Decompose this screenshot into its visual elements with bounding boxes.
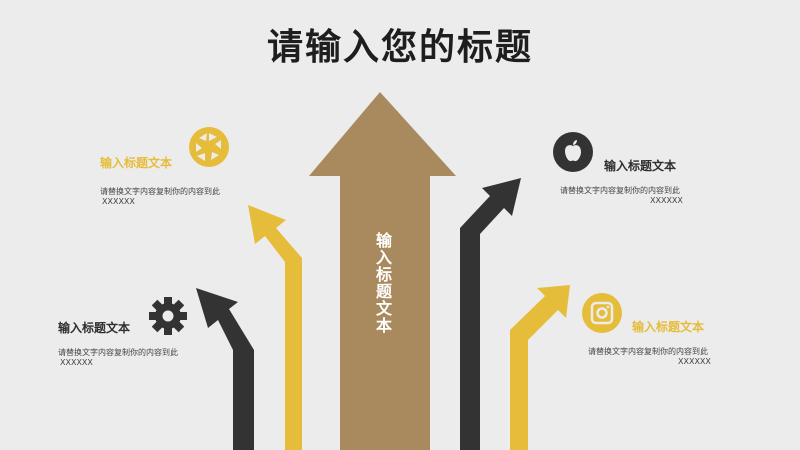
callout-subtext: XXXXXX: [60, 358, 93, 367]
aperture-icon: [188, 126, 230, 172]
callout-heading: 输入标题文本: [632, 320, 705, 334]
instagram-icon: [581, 292, 623, 338]
center-arrow-label: 输入标题文本: [373, 232, 392, 334]
callout-bottom-left: 输入标题文本 请替换文字内容复制你的内容到此 XXXXXX: [58, 319, 178, 368]
callout-top-left: 输入标题文本 请替换文字内容复制你的内容到此 XXXXXX: [100, 154, 220, 207]
arrow-dark-right: [460, 178, 521, 450]
callout-bottom-right: 输入标题文本 请替换文字内容复制你的内容到此 XXXXXX: [588, 318, 711, 367]
callout-subtext: XXXXXX: [678, 357, 711, 366]
apple-icon: [552, 131, 594, 177]
callout-heading: 输入标题文本: [604, 159, 677, 173]
callout-subtext: XXXXXX: [102, 197, 135, 206]
slide-title: 请输入您的标题: [266, 27, 533, 68]
gear-icon: [147, 295, 189, 341]
callout-heading: 输入标题文本: [100, 156, 173, 170]
callout-description: 请替换文字内容复制你的内容到此: [58, 348, 178, 357]
arrow-gold-left: [248, 205, 302, 450]
arrow-dark-left: [196, 288, 254, 450]
callout-top-right: 输入标题文本 请替换文字内容复制你的内容到此 XXXXXX: [560, 157, 683, 206]
arrow-center: [309, 92, 456, 450]
callout-description: 请替换文字内容复制你的内容到此: [588, 347, 708, 356]
callout-description: 请替换文字内容复制你的内容到此: [100, 187, 220, 196]
callout-description: 请替换文字内容复制你的内容到此: [560, 186, 680, 195]
arrow-gold-right: [510, 285, 570, 450]
callout-heading: 输入标题文本: [58, 321, 131, 335]
callout-subtext: XXXXXX: [650, 196, 683, 205]
